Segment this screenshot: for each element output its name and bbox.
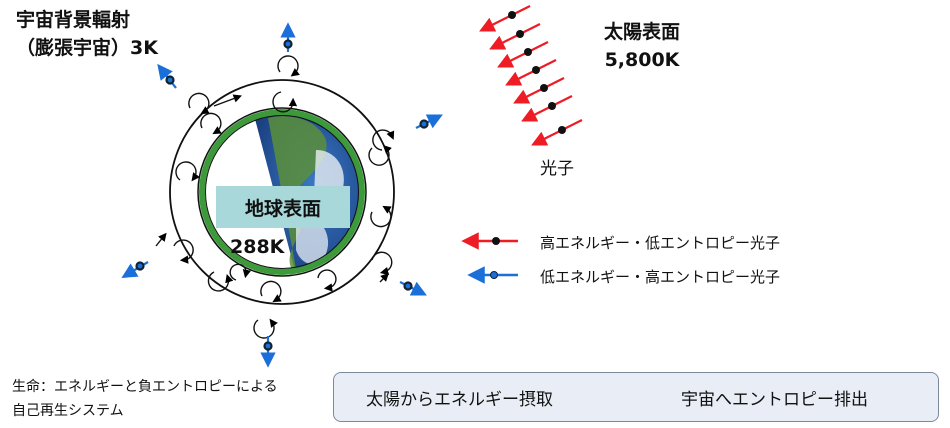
legend-blue-symbol [467, 266, 518, 284]
legend-high-energy: 高エネルギー・低エントロピー光子 [540, 234, 781, 252]
life-line2: 自己再生システム [12, 403, 124, 419]
cmb-line2: （膨張宇宙）3K [16, 37, 158, 59]
flow-intake-text: 太陽からエネルギー摂取 [366, 390, 553, 410]
earth-surface-ring [197, 107, 367, 277]
blue-photons [121, 22, 443, 368]
sun-line1: 太陽表面 [603, 21, 680, 43]
sun-line2: 5,800K [604, 49, 680, 71]
atmosphere-ring [169, 79, 395, 305]
legend-red-symbol [461, 232, 518, 250]
earth-inner-ring [205, 115, 359, 269]
flow-exhaust-text: 宇宙へエントロピー排出 [681, 390, 868, 410]
cmb-label: 宇宙背景輻射 （膨張宇宙）3K [16, 6, 158, 62]
energy-flow-box [333, 372, 939, 422]
photon-label: 光子 [540, 159, 574, 179]
life-line1: 生命：エネルギーと負エントロピーによる [12, 379, 278, 395]
cmb-line1: 宇宙背景輻射 [16, 9, 131, 31]
earth-temperature: 288K [230, 236, 285, 258]
life-description: 生命：エネルギーと負エントロピーによる 自己再生システム [12, 375, 312, 423]
legend-low-energy: 低エネルギー・高エントロピー光子 [540, 268, 781, 286]
red-photons [479, 5, 583, 146]
sun-surface-label: 太陽表面 5,800K [592, 18, 692, 74]
convection-loop-icon [155, 55, 395, 339]
earth-surface-label: 地球表面 [216, 186, 350, 228]
